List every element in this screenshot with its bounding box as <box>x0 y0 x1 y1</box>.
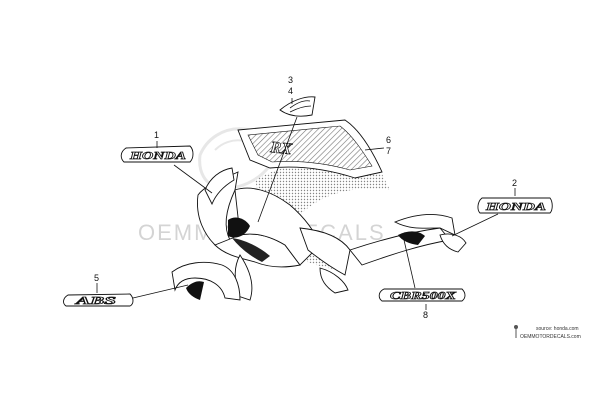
honda-decal-left-text: HONDA <box>129 150 186 162</box>
honda-decal-left: HONDA <box>120 145 194 163</box>
source-watermark: source: honda.com OEMMOTORDECALS.com <box>514 325 581 340</box>
callout-3: 3 <box>288 75 293 85</box>
callout-8: 8 <box>423 310 428 320</box>
front-fairing <box>197 171 467 301</box>
callout-1: 1 <box>154 130 159 140</box>
callout-6: 6 <box>386 135 391 145</box>
callout-7: 7 <box>386 146 391 156</box>
honda-decal-right: HONDA <box>477 197 553 214</box>
callout-2: 2 <box>512 178 517 188</box>
source-line-2: OEMMOTORDECALS.com <box>520 334 581 340</box>
abs-decal: ABS <box>63 293 134 307</box>
windscreen <box>204 167 235 206</box>
source-line-1: source: honda.com <box>536 326 579 332</box>
honda-decal-right-text: HONDA <box>484 201 546 213</box>
wing-badge-decal-3-4 <box>279 96 316 117</box>
front-fender <box>171 261 241 301</box>
model-decal: CBR500X <box>378 288 466 302</box>
model-decal-text: CBR500X <box>390 291 457 302</box>
leader-lines <box>96 98 516 310</box>
abs-decal-text: ABS <box>74 296 117 307</box>
callout-4: 4 <box>288 86 293 96</box>
callout-5: 5 <box>94 273 99 283</box>
svg-text:RX: RX <box>269 139 293 158</box>
